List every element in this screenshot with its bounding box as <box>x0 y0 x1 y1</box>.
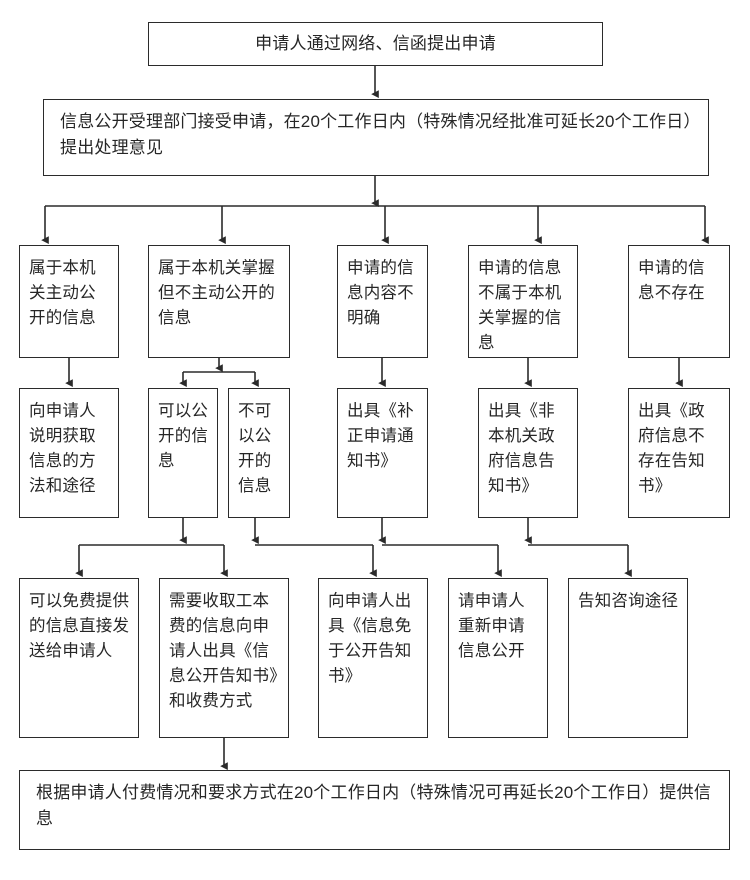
node-cat-not-own[interactable]: 申请的信息不属于本机关掌握的信息 <box>468 245 578 358</box>
node-accept[interactable]: 信息公开受理部门接受申请，在20个工作日内（特殊情况经批准可延长20个工作日）提… <box>43 99 709 176</box>
node-act-cannot-disclose[interactable]: 不可以公开的信息 <box>228 388 290 518</box>
node-res-fee-notice[interactable]: 需要收取工本费的信息向申请人出具《信息公开告知书》和收费方式 <box>159 578 289 738</box>
node-cat-not-exist[interactable]: 申请的信息不存在 <box>628 245 730 358</box>
node-res-free-send[interactable]: 可以免费提供的信息直接发送给申请人 <box>19 578 139 738</box>
node-cat-unclear[interactable]: 申请的信息内容不明确 <box>337 245 428 358</box>
node-cat-own-not-proactive[interactable]: 属于本机关掌握但不主动公开的信息 <box>148 245 290 358</box>
node-res-exempt-notice[interactable]: 向申请人出具《信息免于公开告知书》 <box>318 578 428 738</box>
node-act-supplement-notice[interactable]: 出具《补正申请通知书》 <box>337 388 428 518</box>
node-act-not-exist-notice[interactable]: 出具《政府信息不存在告知书》 <box>628 388 730 518</box>
node-act-explain-channel[interactable]: 向申请人说明获取信息的方法和途径 <box>19 388 119 518</box>
node-res-inform-channel[interactable]: 告知咨询途径 <box>568 578 688 738</box>
node-deliver[interactable]: 根据申请人付费情况和要求方式在20个工作日内（特殊情况可再延长20个工作日）提供… <box>19 770 730 850</box>
node-act-non-agency-notice[interactable]: 出具《非本机关政府信息告知书》 <box>478 388 578 518</box>
node-apply[interactable]: 申请人通过网络、信函提出申请 <box>148 22 603 66</box>
node-cat-own-proactive[interactable]: 属于本机关主动公开的信息 <box>19 245 119 358</box>
node-act-can-disclose[interactable]: 可以公开的信息 <box>148 388 218 518</box>
node-res-reapply[interactable]: 请申请人重新申请信息公开 <box>448 578 548 738</box>
